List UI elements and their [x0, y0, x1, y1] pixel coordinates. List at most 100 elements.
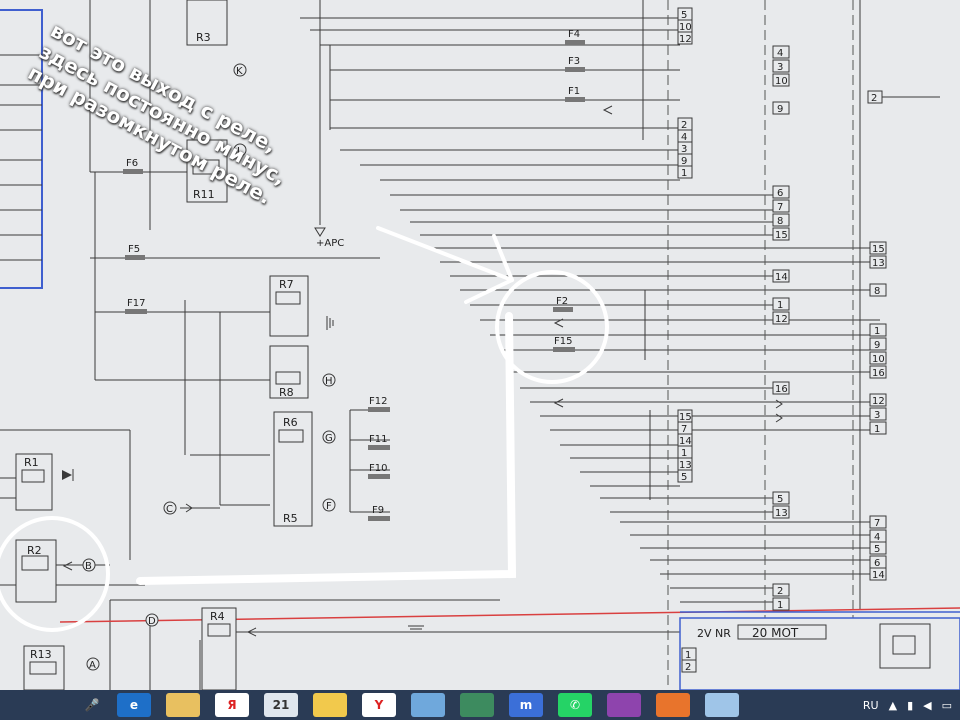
block-label-right: 20 MOT: [752, 626, 799, 640]
fuse-label: F5: [128, 244, 140, 255]
relay-r11-label: R11: [193, 188, 215, 201]
fuse-label: F17: [127, 298, 145, 309]
svg-text:1: 1: [874, 326, 880, 337]
svg-text:1: 1: [681, 448, 687, 459]
connector-column-b: 4 3 10 9 6 7 8 15 14 1 12 16 5 13 2 1: [772, 45, 790, 611]
whatsapp-icon[interactable]: ✆: [558, 693, 592, 717]
svg-text:5: 5: [681, 10, 687, 21]
svg-text:1: 1: [777, 600, 783, 611]
firefox-icon[interactable]: [656, 693, 690, 717]
yandex-browser-icon[interactable]: Y: [362, 693, 396, 717]
relay-r6-label: R6: [283, 416, 298, 429]
relay-r7: R7: [269, 275, 309, 337]
connector-letter: G: [325, 433, 333, 444]
relay-r4-label: R4: [210, 610, 225, 623]
language-indicator[interactable]: RU: [862, 698, 879, 712]
svg-text:6: 6: [874, 558, 880, 569]
svg-text:9: 9: [777, 104, 783, 115]
connector-column-c: 2 15 13 8 1 9 10 16 12 3 1 7 4 5 6 14: [867, 90, 887, 581]
relay-r5-label: R5: [283, 512, 298, 525]
notification-icon[interactable]: ▭: [941, 698, 952, 712]
svg-text:14: 14: [872, 570, 885, 581]
window-icon[interactable]: [705, 693, 739, 717]
fuse-label: F10: [369, 463, 387, 474]
svg-text:5: 5: [874, 544, 880, 555]
fuse-label: F4: [568, 29, 580, 40]
highlight-wire: [136, 312, 517, 585]
svg-text:1: 1: [777, 300, 783, 311]
fuse-label: F15: [554, 336, 572, 347]
apc-label: +APC: [316, 238, 344, 249]
folder-icon[interactable]: [313, 693, 347, 717]
maxthon-icon[interactable]: m: [509, 693, 543, 717]
relay-r6-r5: R6 R5: [273, 411, 313, 527]
svg-text:2: 2: [871, 93, 877, 104]
svg-text:4: 4: [681, 132, 687, 143]
relay-r1-label: R1: [24, 456, 39, 469]
svg-text:13: 13: [872, 258, 885, 269]
relay-r2: R2: [15, 539, 57, 603]
relay-r1: R1: [15, 453, 53, 511]
annotation-arrow: [376, 226, 514, 304]
wiring-diagram: R3 R11 R7 R8 R6 R5 R1 R2 R13 R4: [0, 0, 960, 690]
connector-letter: D: [148, 616, 156, 627]
fuse-label: F1: [568, 86, 580, 97]
svg-text:15: 15: [679, 412, 692, 423]
chevron-up-icon[interactable]: ▲: [888, 698, 898, 712]
winrar-icon[interactable]: [607, 693, 641, 717]
svg-text:4: 4: [777, 48, 783, 59]
svg-text:15: 15: [775, 230, 788, 241]
svg-text:12: 12: [775, 314, 788, 325]
edge-icon[interactable]: e: [117, 693, 151, 717]
svg-text:10: 10: [872, 354, 885, 365]
svg-text:10: 10: [775, 76, 788, 87]
svg-text:3: 3: [874, 410, 880, 421]
relay-r13-label: R13: [30, 648, 52, 661]
svg-text:1: 1: [874, 424, 880, 435]
connector-letter: B: [85, 561, 92, 572]
svg-text:14: 14: [679, 436, 692, 447]
yandex-icon[interactable]: Я: [215, 693, 249, 717]
svg-text:1: 1: [681, 168, 687, 179]
connector-letter: F: [326, 501, 332, 512]
svg-text:3: 3: [681, 144, 687, 155]
dashed-separators: [667, 0, 854, 690]
fuse-label: F2: [556, 296, 568, 307]
svg-text:3: 3: [777, 62, 783, 73]
connector-letter: J: [236, 146, 240, 157]
connector-letter: H: [325, 376, 333, 387]
fuses: F4 F3 F1 F6 F5 F17 F2 F15 F12 F11 F10 F9: [123, 29, 585, 521]
volume-icon[interactable]: ◀: [923, 698, 932, 712]
svg-text:7: 7: [777, 202, 783, 213]
connector-letters: K J H G F C B D A: [82, 63, 336, 671]
system-tray: RU ▲ ▮ ◀ ▭: [863, 690, 952, 720]
relay-r13: R13: [23, 645, 65, 690]
svg-text:7: 7: [681, 424, 687, 435]
relay-r3-label: R3: [196, 31, 211, 44]
photos-icon[interactable]: [411, 693, 445, 717]
svg-text:9: 9: [681, 156, 687, 167]
svg-text:5: 5: [777, 494, 783, 505]
connector-letter: A: [89, 660, 96, 671]
relay-r4: R4: [201, 607, 237, 690]
block-label-left: 2V NR: [697, 627, 731, 640]
svg-text:12: 12: [679, 34, 692, 45]
svg-text:8: 8: [874, 286, 880, 297]
microphone-icon[interactable]: 🎤: [84, 698, 100, 712]
svg-text:7: 7: [874, 518, 880, 529]
screen-icon[interactable]: [460, 693, 494, 717]
svg-text:15: 15: [872, 244, 885, 255]
svg-text:13: 13: [679, 460, 692, 471]
file-explorer-icon[interactable]: [166, 693, 200, 717]
network-icon[interactable]: ▮: [907, 698, 914, 712]
calendar-icon[interactable]: 21: [264, 693, 298, 717]
svg-text:2: 2: [685, 662, 691, 673]
relay-r7-label: R7: [279, 278, 294, 291]
svg-text:13: 13: [775, 508, 788, 519]
svg-text:2: 2: [777, 586, 783, 597]
connector-letter: C: [166, 504, 173, 515]
taskbar: 🎤 e Я 21 Y m ✆ RU ▲ ▮ ◀ ▭: [0, 690, 960, 720]
fuse-label: F9: [372, 505, 384, 516]
svg-text:2: 2: [681, 120, 687, 131]
fuse-label: F11: [369, 434, 387, 445]
